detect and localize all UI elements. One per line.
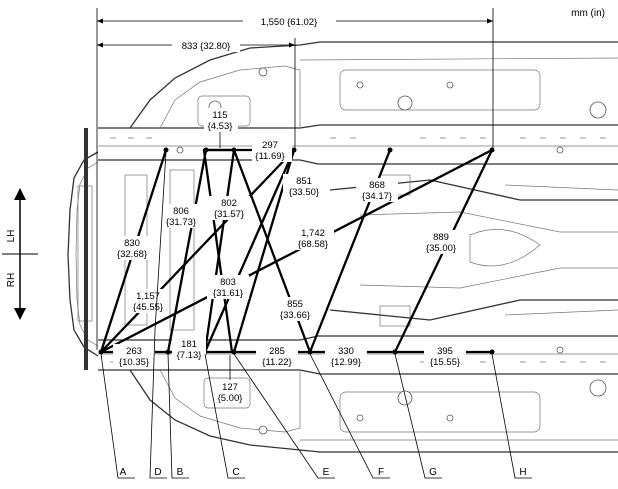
svg-text:1,157: 1,157 xyxy=(136,291,160,302)
svg-text:285: 285 xyxy=(269,346,285,357)
dim-830: 830 {32.68} xyxy=(111,236,153,260)
dim-868: 868 {34.17} xyxy=(356,178,398,202)
dim-1157: 1,157 {45.55} xyxy=(127,289,169,313)
svg-text:{31.61}: {31.61} xyxy=(213,288,243,299)
svg-text:830: 830 xyxy=(124,238,140,249)
svg-text:395: 395 xyxy=(437,346,453,357)
dim-297: 297 {11.69} xyxy=(252,138,292,162)
svg-text:802: 802 xyxy=(221,198,237,209)
point-label-c: C xyxy=(232,467,239,478)
svg-text:{31.57}: {31.57} xyxy=(214,209,244,220)
dim-1550-label: 1,550 {61.02} xyxy=(261,17,318,28)
point-label-a: A xyxy=(120,467,127,478)
svg-text:330: 330 xyxy=(338,346,354,357)
svg-text:{11.22}: {11.22} xyxy=(262,357,291,368)
svg-text:115: 115 xyxy=(212,110,227,121)
point-label-h: H xyxy=(519,467,526,478)
rh-label: RH xyxy=(6,273,17,287)
units-label: mm (in) xyxy=(571,8,605,19)
dim-889: 889 {35.00} xyxy=(420,230,462,254)
span-1742 xyxy=(99,148,494,354)
svg-text:263: 263 xyxy=(126,346,142,357)
arrow-down-icon xyxy=(14,308,26,320)
dim-833-label: 833 {32.80} xyxy=(182,41,231,52)
dim-115: 115 {4.53} xyxy=(204,108,238,132)
svg-text:{5.00}: {5.00} xyxy=(218,393,243,404)
svg-text:868: 868 xyxy=(369,180,385,191)
dim-802: 802 {31.57} xyxy=(208,196,250,220)
span-802b xyxy=(202,148,234,354)
dim-127: 127 {5.00} xyxy=(213,380,247,404)
point-callouts: A B C D E F G H xyxy=(100,151,532,479)
svg-text:851: 851 xyxy=(296,176,312,187)
svg-text:{68.58}: {68.58} xyxy=(298,239,328,250)
dim-181: 181 {7.13} xyxy=(172,337,206,361)
svg-text:{34.17}: {34.17} xyxy=(362,191,392,202)
svg-text:{32.68}: {32.68} xyxy=(117,249,147,260)
dim-851: 851 {33.50} xyxy=(283,174,325,198)
svg-text:181: 181 xyxy=(181,339,197,350)
svg-text:{7.13}: {7.13} xyxy=(177,350,202,361)
dim-263: 263 {10.35} xyxy=(113,344,155,368)
lh-label: LH xyxy=(6,230,17,243)
svg-text:{12.99}: {12.99} xyxy=(331,357,361,368)
svg-text:{33.50}: {33.50} xyxy=(289,187,319,198)
svg-text:{11.69}: {11.69} xyxy=(255,151,284,162)
dim-855: 855 {33.66} xyxy=(274,297,316,321)
svg-text:{4.53}: {4.53} xyxy=(208,121,233,132)
svg-text:{10.35}: {10.35} xyxy=(119,357,149,368)
point-label-b: B xyxy=(177,467,184,478)
dim-330: 330 {12.99} xyxy=(325,344,367,368)
span-1157 xyxy=(99,148,296,354)
svg-text:{33.66}: {33.66} xyxy=(280,310,310,321)
point-label-d: D xyxy=(154,467,161,478)
dim-806: 806 {31.73} xyxy=(160,204,202,228)
dim-1742: 1,742 {68.58} xyxy=(292,226,334,250)
svg-text:803: 803 xyxy=(220,277,236,288)
overall-dimensions: 1,550 {61.02} 833 {32.80} xyxy=(96,8,494,350)
svg-text:127: 127 xyxy=(222,382,238,393)
span-802 xyxy=(203,148,236,354)
point-label-f: F xyxy=(378,467,384,478)
dimension-labels: 115 {4.53} 297 {11.69} 830 {32.68} 806 {… xyxy=(111,108,466,404)
svg-text:806: 806 xyxy=(173,206,189,217)
lh-rh-direction-arrow: LH RH xyxy=(2,188,38,320)
point-label-e: E xyxy=(323,467,330,478)
svg-text:1,742: 1,742 xyxy=(301,228,325,239)
svg-text:297: 297 xyxy=(262,140,278,151)
underbody-outline xyxy=(67,41,618,453)
svg-text:{35.00}: {35.00} xyxy=(426,243,456,254)
dim-803: 803 {31.61} xyxy=(207,275,249,299)
svg-text:{15.55}: {15.55} xyxy=(430,357,460,368)
svg-text:855: 855 xyxy=(287,299,303,310)
svg-text:{31.73}: {31.73} xyxy=(166,217,196,228)
dim-395: 395 {15.55} xyxy=(424,344,466,368)
point-label-g: G xyxy=(429,467,437,478)
span-806 xyxy=(166,148,208,354)
dim-285: 285 {11.22} xyxy=(256,344,298,368)
arrow-up-icon xyxy=(14,188,26,200)
span-803 xyxy=(203,148,296,354)
svg-text:889: 889 xyxy=(433,232,449,243)
svg-text:{45.55}: {45.55} xyxy=(133,302,163,313)
